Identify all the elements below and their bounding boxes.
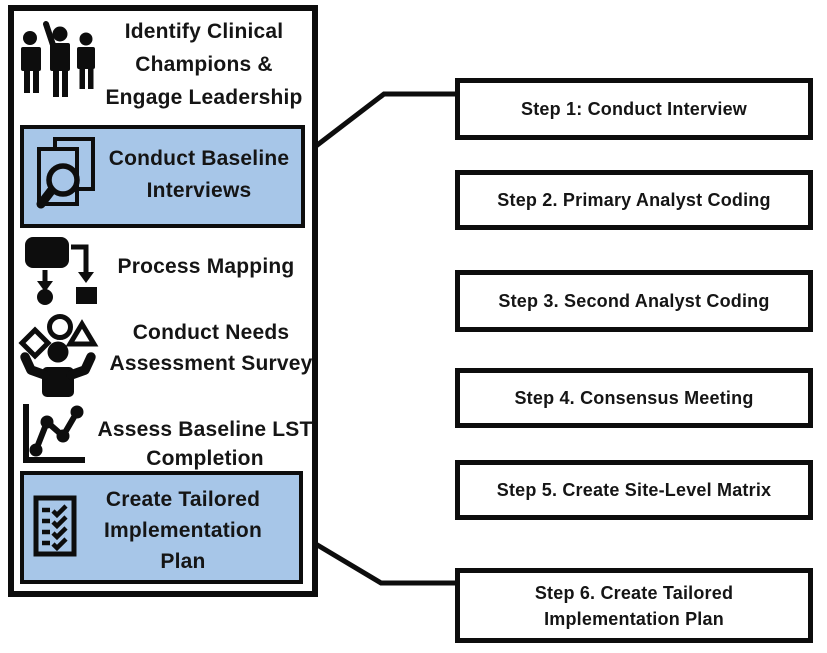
pre-implementation-panel: Identify Clinical Champions & Engage Lea… (8, 5, 318, 597)
line-chart-icon (23, 404, 85, 463)
checklist-icon (33, 495, 77, 557)
step-box-4: Step 4. Consensus Meeting (455, 368, 813, 428)
team-people-icon (21, 21, 95, 97)
highlight-box-create-tailored-plan: Create Tailored Implementation Plan (20, 471, 303, 584)
panel-item-label-needs-assessment: Conduct Needs Assessment Survey (109, 321, 313, 375)
step-box-6: Step 6. Create Tailored Implementation P… (455, 568, 813, 643)
panel-item-label-identify-champions: Identify Clinical Champions & Engage Lea… (105, 20, 303, 109)
step-box-2: Step 2. Primary Analyst Coding (455, 170, 813, 230)
step-box-5: Step 5. Create Site-Level Matrix (455, 460, 813, 520)
document-search-icon (36, 137, 95, 209)
panel-item-label-process-mapping: Process Mapping (117, 255, 295, 278)
step-box-1: Step 1: Conduct Interview (455, 78, 813, 140)
panel-item-label-assess-baseline-lst: Assess Baseline LST Completion (97, 418, 313, 470)
flowchart-icon (25, 237, 97, 305)
connector-line-interviews-to-step1 (314, 91, 457, 148)
panel-item-label-conduct-baseline-interviews: Conduct Baseline Interviews (108, 147, 290, 202)
step-box-3: Step 3. Second Analyst Coding (455, 270, 813, 332)
highlight-box-conduct-baseline-interviews: Conduct Baseline Interviews (20, 125, 305, 228)
connector-line-plan-to-step6 (312, 540, 457, 586)
shapes-juggler-icon (18, 314, 99, 397)
panel-item-label-create-tailored-plan: Create Tailored Implementation Plan (104, 488, 262, 573)
